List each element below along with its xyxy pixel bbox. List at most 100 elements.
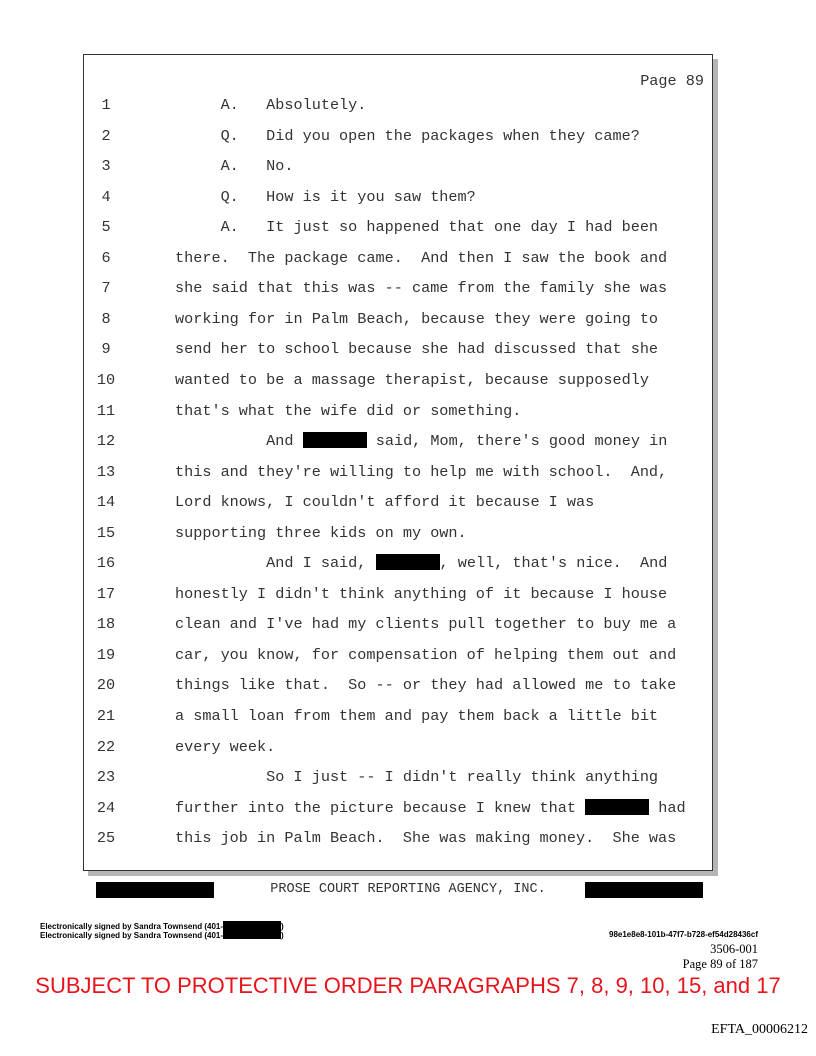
transcript-line: 23 So I just -- I didn't really think an… xyxy=(84,768,712,788)
agency-name: PROSE COURT REPORTING AGENCY, INC. xyxy=(270,882,546,897)
text-segment: honestly I didn't think anything of it b… xyxy=(175,584,668,603)
text-segment: So I just -- I didn't really think anyth… xyxy=(175,768,659,787)
text-segment: supporting three kids on my own. xyxy=(175,523,467,542)
redaction-box xyxy=(375,554,440,571)
line-text: things like that. So -- or they had allo… xyxy=(175,676,676,694)
line-number: 24 xyxy=(96,798,116,817)
line-number: 14 xyxy=(96,493,116,512)
document-hash: 98e1e8e8-101b-47f7-b728-ef54d28436cf xyxy=(609,930,758,939)
transcript-line: 7 she said that this was -- came from the… xyxy=(84,279,712,299)
line-text: this job in Palm Beach. She was making m… xyxy=(175,829,676,847)
line-number: 7 xyxy=(101,279,111,298)
text-segment: she said that this was -- came from the … xyxy=(175,279,668,298)
line-text: car, you know, for compensation of helpi… xyxy=(175,646,676,664)
line-text: Lord knows, I couldn't afford it because… xyxy=(175,493,594,511)
transcript-line: 16 And I said, , well, that's nice. And xyxy=(84,554,712,574)
text-segment: Q. How is it you saw them? xyxy=(175,187,476,206)
text-segment: had xyxy=(649,798,686,817)
line-text: further into the picture because I knew … xyxy=(175,798,686,817)
redaction-box xyxy=(585,882,703,898)
line-number: 12 xyxy=(96,432,116,451)
redaction-box xyxy=(96,882,214,898)
line-number: 21 xyxy=(96,707,116,725)
transcript-line: 2 Q. Did you open the packages when they… xyxy=(84,127,712,147)
line-text: A. No. xyxy=(175,157,294,175)
text-segment: every week. xyxy=(175,737,276,756)
line-number: 15 xyxy=(96,523,116,542)
text-segment: that's what the wife did or something. xyxy=(175,401,522,420)
line-number: 5 xyxy=(101,218,111,237)
text-segment: further into the picture because I knew … xyxy=(175,798,586,817)
line-text: working for in Palm Beach, because they … xyxy=(175,310,658,328)
transcript-line: 6 there. The package came. And then I saw… xyxy=(84,249,712,269)
redaction-box xyxy=(585,798,650,815)
line-number: 19 xyxy=(96,645,116,664)
signature-line: Electronically signed by Sandra Townsend… xyxy=(40,921,284,931)
line-number: 20 xyxy=(96,676,116,695)
line-text: And said, Mom, there's good money in xyxy=(175,432,667,450)
signature-text: Electronically signed by Sandra Townsend… xyxy=(40,931,224,940)
line-text: she said that this was -- came from the … xyxy=(175,279,667,297)
line-number: 9 xyxy=(101,340,111,359)
line-number: 8 xyxy=(101,309,111,328)
line-text: clean and I've had my clients pull toget… xyxy=(175,615,676,633)
text-segment: working for in Palm Beach, because they … xyxy=(175,309,659,328)
redaction-box xyxy=(302,432,367,449)
line-text: there. The package came. And then I saw … xyxy=(175,249,667,267)
transcript-line: 21 a small loan from them and pay them ba… xyxy=(84,707,712,727)
line-number: 17 xyxy=(96,584,116,603)
transcript-line: 18 clean and I've had my clients pull tog… xyxy=(84,615,712,635)
case-number: 3506-001 xyxy=(710,942,758,956)
transcript-line: 5 A. It just so happened that one day I … xyxy=(84,218,712,238)
transcript-line: 19 car, you know, for compensation of hel… xyxy=(84,646,712,666)
line-text: a small loan from them and pay them back… xyxy=(175,707,658,725)
text-segment: clean and I've had my clients pull toget… xyxy=(175,615,677,634)
line-text: And I said, , well, that's nice. And xyxy=(175,554,667,572)
line-number: 3 xyxy=(101,157,111,176)
text-segment: a small loan from them and pay them back… xyxy=(175,707,659,725)
line-number: 1 xyxy=(101,96,111,114)
page-label: Page 89 xyxy=(640,72,704,90)
bates-number: EFTA_00006212 xyxy=(711,1022,808,1037)
redaction-box xyxy=(223,921,282,930)
transcript-line: 4 Q. How is it you saw them? xyxy=(84,188,712,208)
text-segment: And I said, xyxy=(175,554,376,573)
line-number: 18 xyxy=(96,615,116,634)
transcript-box: Page 89 1 A. Absolutely. 2 Q. Did you ope… xyxy=(83,54,713,871)
line-text: A. Absolutely. xyxy=(175,96,367,114)
signature-close: ) xyxy=(281,931,284,940)
line-number: 16 xyxy=(96,554,116,573)
line-text: every week. xyxy=(175,738,275,756)
transcript-line: 8 working for in Palm Beach, because they… xyxy=(84,310,712,330)
line-number: 10 xyxy=(96,370,116,389)
transcript-line: 15 supporting three kids on my own. xyxy=(84,524,712,544)
line-number: 6 xyxy=(101,248,111,267)
line-text: this and they're willing to help me with… xyxy=(175,463,667,481)
transcript-line: 1 A. Absolutely. xyxy=(84,96,712,116)
line-number: 11 xyxy=(96,401,116,420)
text-segment: A. It just so happened that one day I ha… xyxy=(175,218,659,237)
line-text: supporting three kids on my own. xyxy=(175,524,467,542)
text-segment: this job in Palm Beach. She was making m… xyxy=(175,829,677,848)
text-segment: this and they're willing to help me with… xyxy=(175,462,668,481)
transcript-line: 20 things like that. So -- or they had al… xyxy=(84,676,712,696)
text-segment: said, Mom, there's good money in xyxy=(366,432,668,451)
text-segment: Q. Did you open the packages when they c… xyxy=(175,126,640,145)
signature-text: Electronically signed by Sandra Townsend… xyxy=(40,922,224,931)
text-segment: things like that. So -- or they had allo… xyxy=(175,676,677,695)
signature-line: Electronically signed by Sandra Townsend… xyxy=(40,930,284,940)
text-segment: there. The package came. And then I saw … xyxy=(175,248,668,267)
protective-order-notice: SUBJECT TO PROTECTIVE ORDER PARAGRAPHS 7… xyxy=(35,973,781,998)
line-text: Q. Did you open the packages when they c… xyxy=(175,127,640,145)
transcript-line: 12 And said, Mom, there's good money in xyxy=(84,432,712,452)
line-text: honestly I didn't think anything of it b… xyxy=(175,585,667,603)
text-segment: A. Absolutely. xyxy=(175,96,367,114)
redaction-box xyxy=(223,930,282,939)
line-number: 23 xyxy=(96,768,116,787)
